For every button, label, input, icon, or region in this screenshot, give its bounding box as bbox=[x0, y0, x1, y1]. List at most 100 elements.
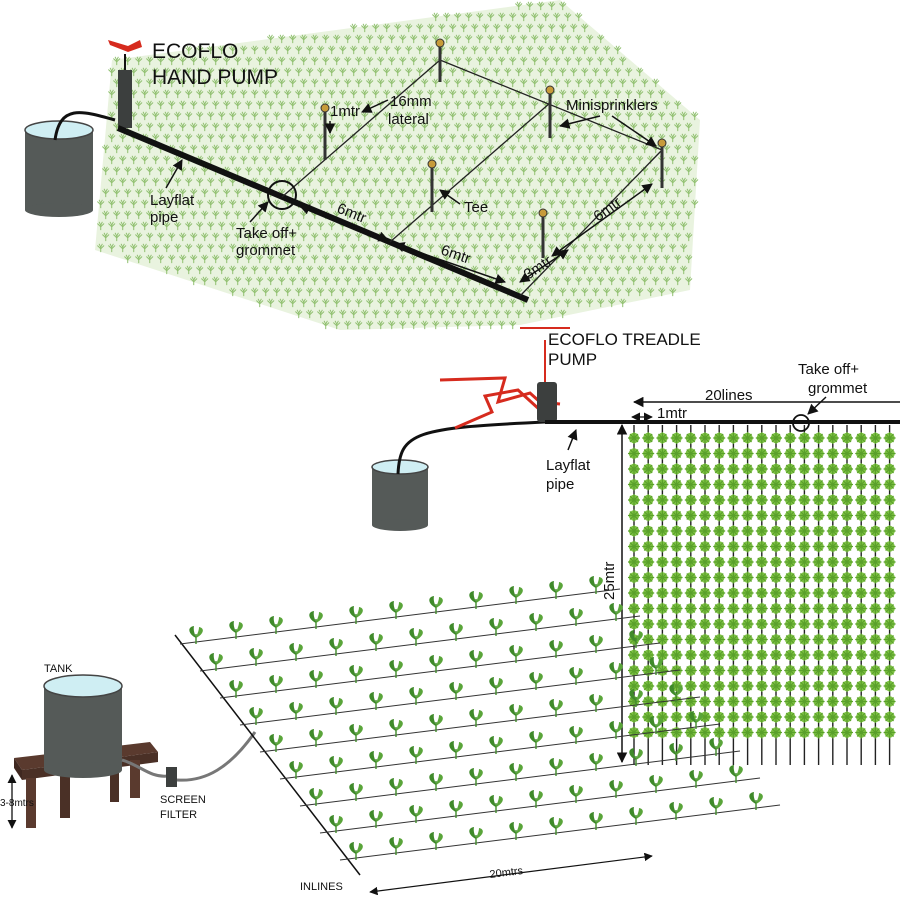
plant bbox=[883, 525, 896, 537]
plant bbox=[569, 608, 583, 626]
plant bbox=[189, 626, 203, 644]
plant bbox=[509, 763, 523, 781]
plant bbox=[784, 680, 797, 692]
plant bbox=[642, 633, 655, 646]
plant bbox=[629, 748, 643, 766]
drip-line-field bbox=[628, 425, 896, 765]
plant bbox=[656, 478, 669, 491]
plant bbox=[869, 571, 882, 584]
plant bbox=[855, 587, 868, 599]
plant bbox=[741, 525, 754, 537]
plant bbox=[812, 509, 825, 522]
minisprinkler bbox=[545, 85, 555, 138]
plant bbox=[670, 587, 683, 599]
plant bbox=[628, 494, 640, 506]
plant bbox=[812, 649, 825, 661]
plant bbox=[784, 664, 797, 677]
plant bbox=[713, 633, 726, 646]
plant bbox=[841, 695, 853, 708]
plant bbox=[469, 768, 483, 786]
plant bbox=[755, 664, 768, 677]
inline-drip-row bbox=[179, 588, 621, 645]
plant bbox=[855, 711, 868, 723]
plant bbox=[869, 587, 882, 599]
plant bbox=[770, 726, 782, 739]
plant bbox=[642, 509, 655, 522]
inline-drip-field bbox=[179, 576, 781, 861]
plant bbox=[727, 649, 740, 661]
plant bbox=[628, 447, 640, 460]
plant bbox=[713, 695, 726, 708]
plant bbox=[656, 463, 669, 475]
plant bbox=[755, 478, 768, 491]
minisprinkler bbox=[435, 38, 445, 82]
plant bbox=[409, 628, 423, 646]
inline-drip-row bbox=[339, 804, 781, 861]
plant bbox=[784, 618, 797, 630]
plant bbox=[755, 726, 768, 739]
plant bbox=[656, 447, 669, 460]
plant bbox=[826, 509, 839, 522]
water-tank bbox=[24, 120, 94, 217]
hand-pump bbox=[108, 40, 142, 128]
hand-pump-label-line1: ECOFLO bbox=[152, 40, 238, 63]
plant bbox=[798, 649, 811, 661]
plant bbox=[755, 587, 768, 599]
plant bbox=[770, 432, 782, 444]
plant bbox=[784, 726, 797, 739]
plant bbox=[409, 687, 423, 705]
plant bbox=[755, 540, 768, 553]
plant bbox=[642, 478, 655, 491]
layflat-label-line1: Layflat bbox=[150, 192, 195, 209]
plant bbox=[784, 540, 797, 553]
plant bbox=[749, 792, 763, 810]
plant bbox=[649, 775, 663, 793]
plant bbox=[755, 695, 768, 708]
plant bbox=[798, 618, 811, 630]
plant bbox=[798, 680, 811, 692]
plant bbox=[841, 571, 853, 584]
plant bbox=[841, 649, 853, 661]
plant bbox=[699, 602, 711, 615]
plant bbox=[449, 800, 463, 818]
plant bbox=[812, 571, 825, 584]
plant bbox=[826, 494, 839, 506]
plant bbox=[855, 525, 868, 537]
plant bbox=[309, 611, 323, 629]
plant bbox=[826, 664, 839, 677]
plant bbox=[869, 664, 882, 677]
plant bbox=[883, 602, 896, 615]
plant bbox=[855, 602, 868, 615]
plant bbox=[429, 596, 443, 614]
plant bbox=[349, 783, 363, 801]
plant bbox=[883, 556, 896, 568]
plant bbox=[656, 726, 669, 739]
inline-drip-row bbox=[219, 642, 661, 699]
plant bbox=[670, 602, 683, 615]
plant bbox=[642, 556, 655, 568]
plant bbox=[656, 509, 669, 522]
plant bbox=[770, 447, 782, 460]
plant bbox=[798, 463, 811, 475]
plant bbox=[755, 509, 768, 522]
screen-filter-label-line1: SCREEN bbox=[160, 794, 206, 806]
plant bbox=[469, 591, 483, 609]
plant bbox=[869, 695, 882, 708]
plant bbox=[713, 571, 726, 584]
plant bbox=[684, 571, 697, 584]
plant bbox=[755, 525, 768, 537]
plant bbox=[855, 478, 868, 491]
plant bbox=[670, 478, 683, 491]
plant bbox=[770, 540, 782, 553]
plant bbox=[209, 653, 223, 671]
plant bbox=[699, 618, 711, 630]
plant bbox=[770, 602, 782, 615]
plant bbox=[642, 695, 655, 708]
plant bbox=[784, 525, 797, 537]
plant bbox=[699, 525, 711, 537]
plant bbox=[656, 494, 669, 506]
plant bbox=[642, 649, 655, 661]
plant bbox=[629, 689, 643, 707]
tank-label: TANK bbox=[44, 663, 73, 675]
plant bbox=[229, 680, 243, 698]
